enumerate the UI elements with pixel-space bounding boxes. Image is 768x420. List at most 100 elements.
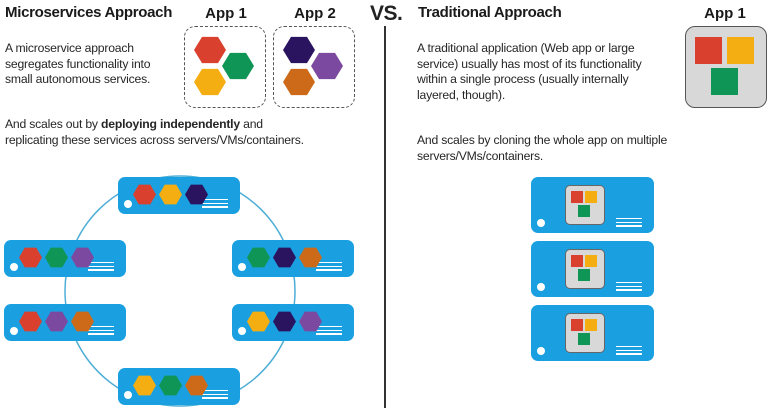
service-hexagon-navy bbox=[283, 36, 315, 64]
vent-line bbox=[202, 389, 228, 392]
service-ring bbox=[64, 175, 296, 407]
vent-line bbox=[316, 333, 342, 335]
monolith-server-2 bbox=[531, 241, 654, 297]
service-hexagon-red bbox=[133, 184, 156, 205]
microservices-description: A microservice approach segregates funct… bbox=[5, 41, 151, 86]
vent-line bbox=[88, 261, 114, 264]
service-hexagon-orange bbox=[71, 311, 94, 332]
service-hexagon-green bbox=[159, 375, 182, 396]
service-hexagon-red bbox=[19, 311, 42, 332]
service-hexagon-yellow bbox=[247, 311, 270, 332]
vent-line bbox=[202, 393, 228, 396]
vent-line bbox=[616, 289, 642, 291]
vent-line bbox=[616, 221, 642, 224]
monolith-server-1 bbox=[531, 177, 654, 233]
server-vent-lines bbox=[316, 260, 342, 271]
traditional-title: Traditional Approach bbox=[418, 4, 562, 21]
vent-line bbox=[316, 325, 342, 328]
service-hexagon-green bbox=[247, 247, 270, 268]
service-hexagon-purple bbox=[299, 311, 322, 332]
app1-service-group bbox=[184, 26, 266, 108]
server-vent-lines bbox=[202, 197, 228, 208]
app2-label: App 2 bbox=[294, 5, 336, 22]
vent-line bbox=[616, 353, 642, 355]
vent-line bbox=[616, 217, 642, 220]
vs-label: VS. bbox=[370, 2, 403, 25]
server-status-dot bbox=[537, 347, 545, 355]
vs-divider bbox=[384, 26, 386, 408]
server-top bbox=[118, 177, 240, 214]
traditional-scaling-description: And scales by cloning the whole app on m… bbox=[417, 133, 668, 163]
app2-service-group bbox=[273, 26, 355, 108]
module-green bbox=[578, 205, 590, 217]
module-yellow bbox=[727, 37, 754, 64]
vent-line bbox=[616, 349, 642, 352]
module-yellow bbox=[585, 255, 597, 267]
server-bottom bbox=[118, 368, 240, 405]
server-vent-lines bbox=[616, 280, 642, 291]
server-vent-lines bbox=[616, 344, 642, 355]
server-left-lower bbox=[4, 304, 126, 341]
vent-line bbox=[202, 206, 228, 208]
vent-line bbox=[616, 285, 642, 288]
module-red bbox=[571, 319, 583, 331]
service-hexagon-navy bbox=[185, 184, 208, 205]
server-right-lower bbox=[232, 304, 354, 341]
microservices-scaling-description: And scales out by deploying independentl… bbox=[5, 117, 305, 148]
vent-line bbox=[316, 269, 342, 271]
service-hexagon-navy bbox=[273, 247, 296, 268]
vent-line bbox=[88, 265, 114, 268]
server-right-upper bbox=[232, 240, 354, 277]
service-hexagon-navy bbox=[273, 311, 296, 332]
server-vent-lines bbox=[616, 216, 642, 227]
service-hexagon-orange bbox=[185, 375, 208, 396]
server-vent-lines bbox=[316, 324, 342, 335]
monolith-app-label: App 1 bbox=[704, 5, 746, 22]
vent-line bbox=[88, 329, 114, 332]
vent-line bbox=[316, 329, 342, 332]
vent-line bbox=[88, 325, 114, 328]
server-status-dot bbox=[238, 327, 246, 335]
server-status-dot bbox=[537, 219, 545, 227]
module-red bbox=[571, 255, 583, 267]
server-status-dot bbox=[124, 200, 132, 208]
server-status-dot bbox=[10, 327, 18, 335]
vent-line bbox=[202, 397, 228, 399]
app1-label: App 1 bbox=[205, 5, 247, 22]
server-vent-lines bbox=[88, 324, 114, 335]
vent-line bbox=[202, 198, 228, 201]
server-vent-lines bbox=[88, 260, 114, 271]
service-hexagon-orange bbox=[283, 68, 315, 96]
monolith-server-3 bbox=[531, 305, 654, 361]
scaling-text-suffix: and replicating these services across se… bbox=[5, 117, 304, 147]
module-yellow bbox=[585, 319, 597, 331]
module-green bbox=[578, 269, 590, 281]
monolith-app-box bbox=[685, 26, 767, 108]
server-vent-lines bbox=[202, 388, 228, 399]
monolith-app-icon bbox=[565, 249, 605, 289]
service-hexagon-orange bbox=[299, 247, 322, 268]
monolith-app-icon bbox=[565, 185, 605, 225]
server-status-dot bbox=[10, 263, 18, 271]
server-status-dot bbox=[124, 391, 132, 399]
scaling-text-bold: deploying independently bbox=[101, 117, 240, 131]
vent-line bbox=[202, 202, 228, 205]
service-hexagon-red bbox=[19, 247, 42, 268]
vent-line bbox=[316, 261, 342, 264]
traditional-description: A traditional application (Web app or la… bbox=[417, 41, 642, 102]
module-red bbox=[571, 191, 583, 203]
service-hexagon-green bbox=[45, 247, 68, 268]
ring-circle bbox=[64, 175, 296, 407]
vent-line bbox=[316, 265, 342, 268]
server-left-upper bbox=[4, 240, 126, 277]
microservices-title: Microservices Approach bbox=[5, 4, 173, 21]
module-green bbox=[578, 333, 590, 345]
service-hexagon-yellow bbox=[159, 184, 182, 205]
module-yellow bbox=[585, 191, 597, 203]
server-status-dot bbox=[238, 263, 246, 271]
vent-line bbox=[88, 333, 114, 335]
scaling-text-prefix: And scales out by bbox=[5, 117, 101, 131]
service-hexagon-yellow bbox=[133, 375, 156, 396]
module-red bbox=[695, 37, 722, 64]
vent-line bbox=[616, 225, 642, 227]
